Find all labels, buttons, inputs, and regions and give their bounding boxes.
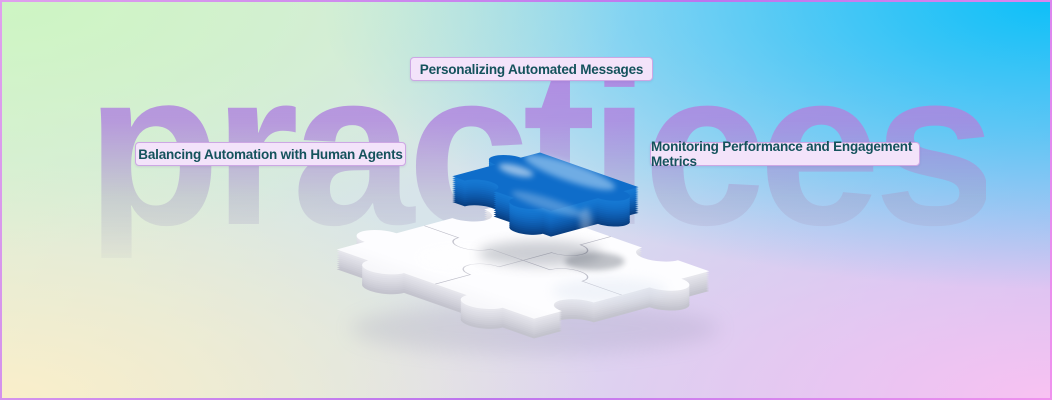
callout-balancing-text: Balancing Automation with Human Agents (138, 146, 403, 162)
callout-personalizing: Personalizing Automated Messages (410, 57, 653, 81)
blue-puzzle-piece (425, 147, 653, 246)
callout-personalizing-text: Personalizing Automated Messages (419, 61, 644, 77)
blue-piece-shadow (478, 240, 625, 271)
callout-balancing: Balancing Automation with Human Agents (135, 142, 406, 166)
callout-monitoring-text: Monitoring Performance and Engagement Me… (651, 139, 913, 169)
callout-monitoring: Monitoring Performance and Engagement Me… (650, 139, 920, 169)
